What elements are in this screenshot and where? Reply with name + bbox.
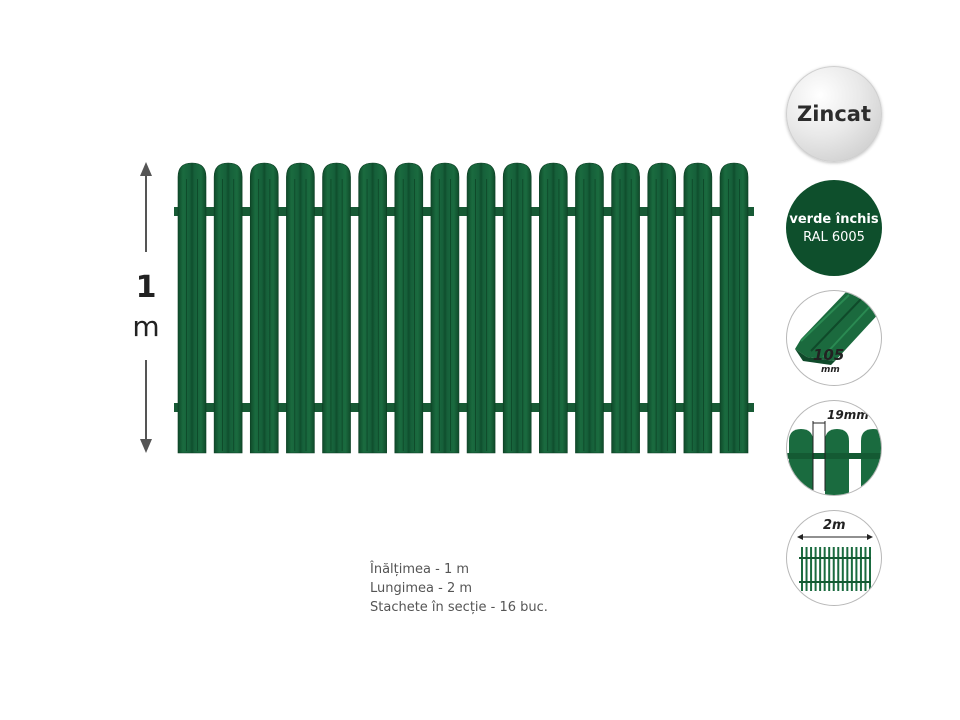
picket — [611, 162, 640, 454]
mini-picket — [805, 547, 808, 591]
picket — [683, 162, 713, 454]
badge-profile: 105 mm — [786, 290, 882, 386]
picket — [430, 162, 460, 454]
length-value: 2m — [823, 518, 846, 533]
spec-height: Înălțimea - 1 m — [370, 562, 470, 577]
picket — [322, 162, 351, 454]
badge-length: 2m — [786, 510, 882, 606]
picket — [358, 162, 387, 454]
mini-picket — [823, 547, 826, 591]
picket — [286, 162, 315, 454]
spec-picket-count: Stachete în secție - 16 buc. — [370, 600, 548, 615]
picket — [502, 162, 532, 454]
picket — [647, 162, 677, 454]
top-rail — [174, 207, 754, 216]
section-length-icon — [797, 534, 873, 591]
height-unit: m — [132, 310, 160, 343]
finish-label: Zincat — [796, 102, 872, 126]
mini-picket — [869, 547, 871, 591]
color-code: RAL 6005 — [803, 229, 865, 245]
profile-shape-icon — [795, 291, 881, 365]
mini-picket — [832, 547, 835, 591]
badge-zinc-finish: Zincat — [786, 66, 882, 162]
picket — [575, 162, 604, 454]
spec-length: Lungimea - 2 m — [370, 581, 473, 596]
mini-picket — [859, 547, 862, 591]
picket — [719, 162, 749, 454]
picket — [394, 162, 424, 454]
mini-picket — [850, 547, 853, 591]
mini-picket — [846, 547, 849, 591]
mini-picket — [810, 547, 813, 591]
mini-picket — [819, 547, 822, 591]
picket — [539, 162, 568, 454]
profile-width-value: 105 — [813, 346, 845, 364]
mini-picket — [814, 547, 817, 591]
color-name: verde închis — [789, 211, 879, 227]
picket — [466, 162, 496, 454]
picket — [249, 162, 279, 454]
height-dimension-arrow — [140, 162, 152, 453]
spec-list: Înălțimea - 1 m Lungimea - 2 m Stachete … — [370, 560, 548, 617]
picket — [177, 162, 207, 454]
picket — [213, 162, 243, 454]
fence-section — [174, 162, 754, 454]
mini-picket — [864, 547, 867, 591]
mini-picket — [841, 547, 844, 591]
profile-width-unit: mm — [821, 365, 840, 375]
mini-picket — [801, 547, 803, 591]
badge-color: verde închis RAL 6005 — [786, 180, 882, 276]
mini-picket — [837, 547, 840, 591]
bottom-rail — [174, 403, 754, 412]
picket-gap-icon — [787, 421, 881, 495]
mini-picket — [828, 547, 831, 591]
badge-gap: 19mm — [786, 400, 882, 496]
height-value: 1 — [135, 270, 157, 305]
gap-value: 19mm — [827, 408, 869, 422]
mini-picket — [855, 547, 858, 591]
